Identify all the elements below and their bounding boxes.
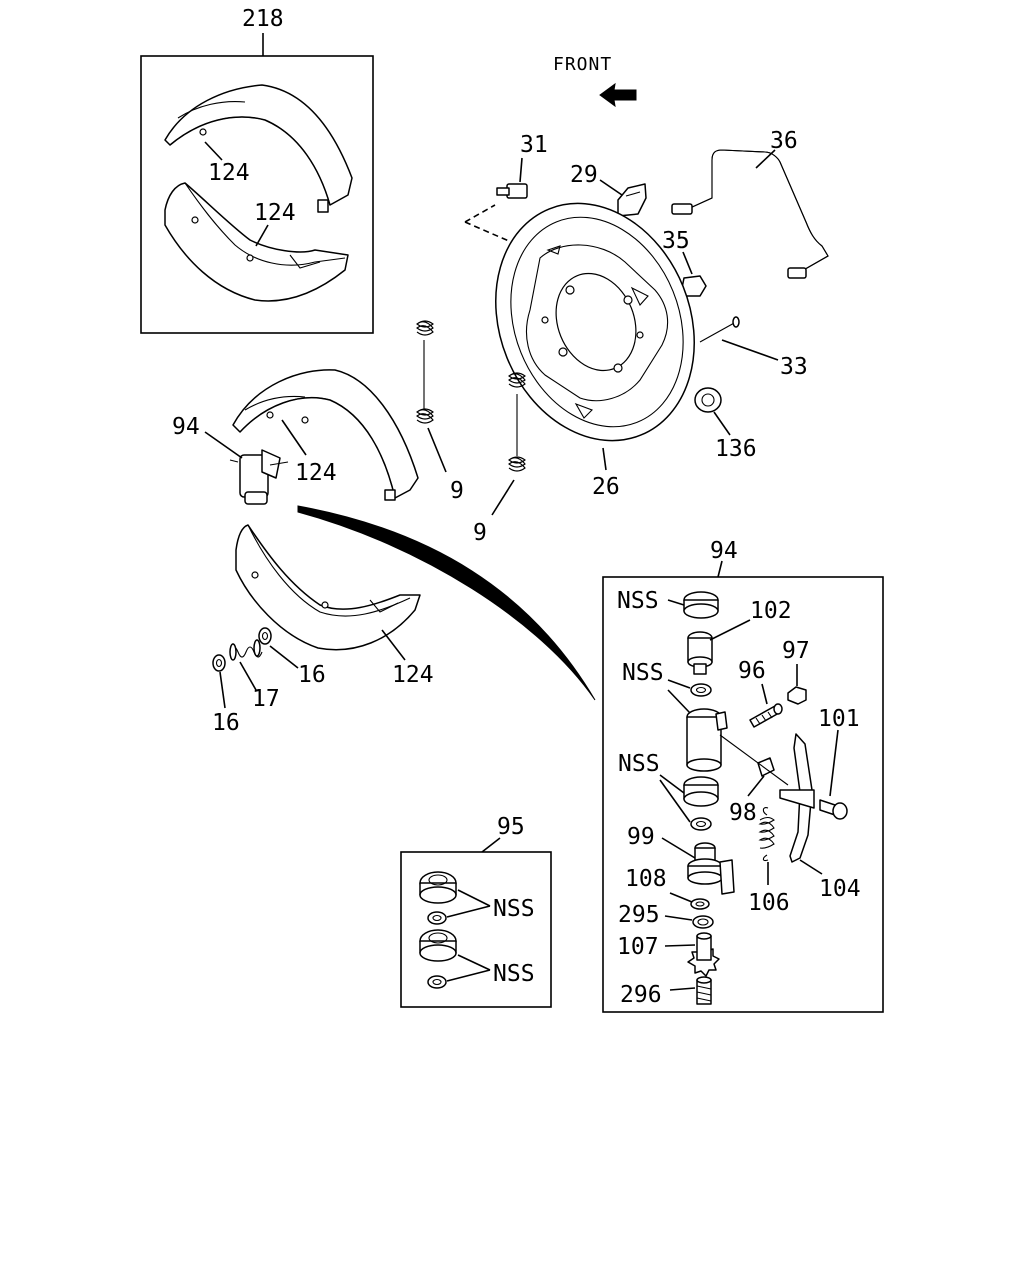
front-arrow-icon xyxy=(599,82,637,108)
callout-17: 17 xyxy=(252,686,280,712)
callout-97: 97 xyxy=(782,638,810,664)
callout-99: 99 xyxy=(627,824,655,850)
ring-295[interactable] xyxy=(692,915,714,929)
brake-shoe-upper[interactable] xyxy=(164,84,353,213)
callout-26: 26 xyxy=(592,474,620,500)
callout-107: 107 xyxy=(617,934,659,960)
adjuster-detail-box xyxy=(602,576,884,1013)
main-shoes-group: 124 94 124 16 xyxy=(172,369,596,736)
callout-95: 95 xyxy=(497,814,525,840)
seal-kit-box xyxy=(400,851,552,1008)
piston-102[interactable] xyxy=(687,631,713,675)
brake-shoe-main-upper[interactable] xyxy=(232,369,419,501)
callout-31: 31 xyxy=(520,132,548,158)
callout-94-a: 94 xyxy=(172,414,200,440)
nss-label-2: NSS xyxy=(493,961,535,987)
o-ring-upper[interactable] xyxy=(690,683,712,697)
bleeder-screw-96[interactable] xyxy=(749,703,783,728)
backing-plate-26[interactable] xyxy=(461,173,729,470)
backing-plate-group: 31 29 36 35 33 xyxy=(461,128,829,500)
bleeder-cap-97[interactable] xyxy=(787,686,807,705)
bolt-31[interactable] xyxy=(496,183,528,199)
pin-33[interactable] xyxy=(699,316,740,343)
adjusting-screw-296[interactable] xyxy=(696,976,712,1005)
callout-124-c: 124 xyxy=(295,460,337,486)
nss-label-4: NSS xyxy=(622,660,664,686)
callout-36: 36 xyxy=(770,128,798,154)
callout-124-a: 124 xyxy=(208,160,250,186)
cylinder-body[interactable] xyxy=(686,708,728,772)
callout-124-b: 124 xyxy=(254,200,296,226)
star-wheel-107[interactable] xyxy=(687,932,720,977)
brake-shoe-main-lower[interactable] xyxy=(235,524,421,651)
callout-108: 108 xyxy=(625,866,667,892)
nss-label-1: NSS xyxy=(493,896,535,922)
callout-35: 35 xyxy=(662,228,690,254)
callout-33: 33 xyxy=(780,354,808,380)
return-spring-upper[interactable] xyxy=(416,320,434,424)
callout-102: 102 xyxy=(750,598,792,624)
callout-96: 96 xyxy=(738,658,766,684)
adjuster-piston-99[interactable] xyxy=(687,842,735,895)
callout-295: 295 xyxy=(618,902,660,928)
o-ring-lower[interactable] xyxy=(690,817,712,831)
nss-label-5: NSS xyxy=(618,751,660,777)
callout-16-b: 16 xyxy=(212,710,240,736)
boot-seal-lower[interactable] xyxy=(683,776,719,807)
shoe-kit-box xyxy=(140,55,374,334)
grommet-136[interactable] xyxy=(694,387,722,413)
callout-136: 136 xyxy=(715,436,757,462)
front-label: FRONT xyxy=(553,54,612,75)
callout-106: 106 xyxy=(748,890,790,916)
adjuster-lever-104[interactable] xyxy=(779,733,815,863)
boot-seal-top[interactable] xyxy=(683,591,719,619)
callout-9-a: 9 xyxy=(450,478,464,504)
bolt-101[interactable] xyxy=(819,799,848,820)
callout-16-a: 16 xyxy=(298,662,326,688)
hold-down-cup-16-lower[interactable] xyxy=(212,654,226,672)
callout-296: 296 xyxy=(620,982,662,1008)
callout-29: 29 xyxy=(570,162,598,188)
brake-shoe-lower[interactable] xyxy=(164,182,349,302)
brake-pipe-36[interactable] xyxy=(671,149,829,279)
adjuster-detail-group: 94 NSS 102 NSS xyxy=(602,538,884,1013)
seal-cup-lower[interactable] xyxy=(419,929,457,962)
seal-ring-lower[interactable] xyxy=(427,975,447,989)
return-spring-lower[interactable] xyxy=(508,372,526,472)
bracket-29[interactable] xyxy=(617,183,647,217)
callout-94-b: 94 xyxy=(710,538,738,564)
spring-106[interactable] xyxy=(758,807,775,862)
callout-101: 101 xyxy=(818,706,860,732)
hold-down-cup-16-upper[interactable] xyxy=(258,627,272,645)
seal-cup-upper[interactable] xyxy=(419,871,457,904)
callout-124-d: 124 xyxy=(392,662,434,688)
springs-group: 9 9 xyxy=(416,320,526,546)
callout-98: 98 xyxy=(729,800,757,826)
callout-9-b: 9 xyxy=(473,520,487,546)
nss-label-3: NSS xyxy=(617,588,659,614)
shoe-kit-group: 218 124 124 xyxy=(140,6,374,334)
front-indicator: FRONT xyxy=(553,54,637,108)
hold-down-spring-17[interactable] xyxy=(229,639,263,661)
seal-kit-group: 95 NSS NSS xyxy=(400,814,552,1008)
lock-plate-98[interactable] xyxy=(719,734,789,786)
ring-108[interactable] xyxy=(690,898,710,910)
adjuster-94-small[interactable] xyxy=(229,449,289,505)
callout-104: 104 xyxy=(819,876,861,902)
callout-218: 218 xyxy=(242,6,284,32)
seal-ring-upper[interactable] xyxy=(427,911,447,925)
detail-pointer-arrow xyxy=(297,505,596,701)
